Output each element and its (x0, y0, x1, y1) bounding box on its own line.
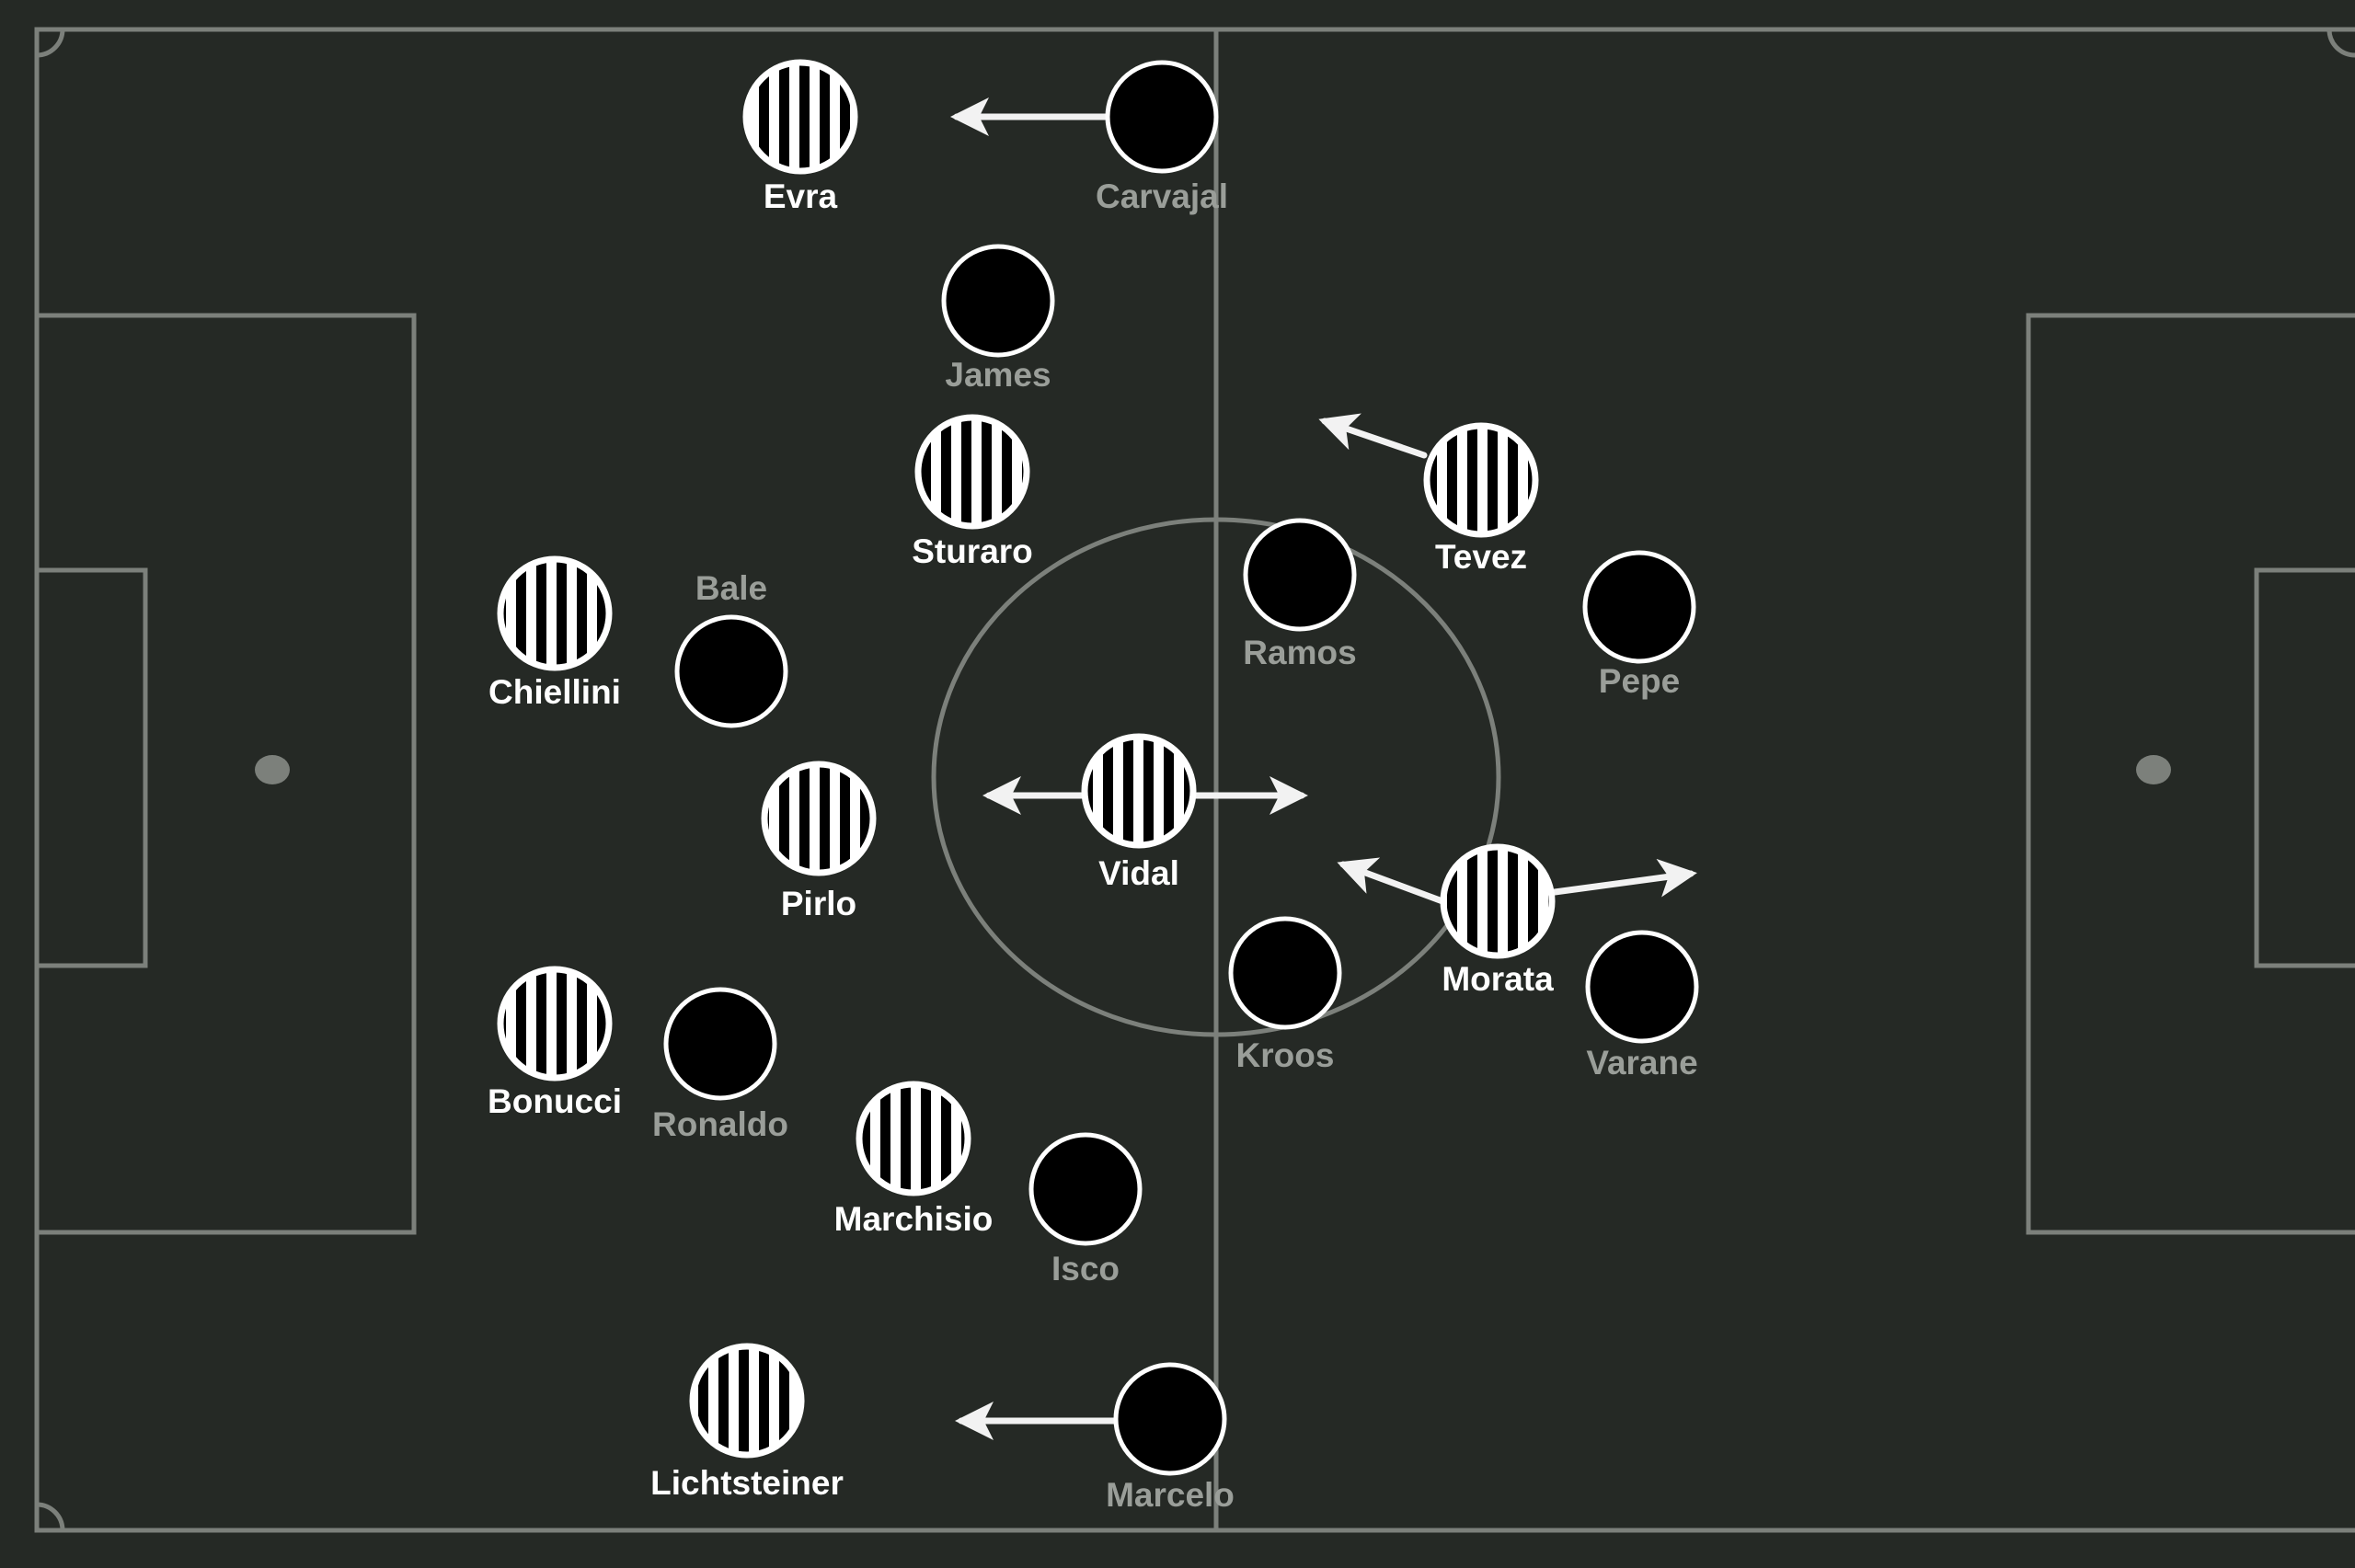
black-token-kroos (1228, 916, 1342, 1030)
black-token-bale (674, 614, 788, 728)
player-pepe: Pepe (1582, 550, 1696, 700)
black-token-ronaldo (663, 987, 777, 1101)
player-kroos: Kroos (1228, 916, 1342, 1074)
striped-token-bonucci (497, 966, 613, 1082)
player-morata: Morata (1440, 843, 1556, 998)
player-ronaldo: Ronaldo (652, 987, 788, 1143)
arrow-morata-up-left (1337, 857, 1446, 905)
corner-arc-bottom-left (36, 1502, 65, 1531)
right-penalty-spot (2136, 755, 2171, 784)
striped-token-lichtsteiner (689, 1343, 805, 1459)
arrow-morata-right (1551, 858, 1697, 898)
striped-token-tevez (1423, 422, 1539, 538)
player-label-isco: Isco (1051, 1250, 1120, 1288)
player-label-lichtsteiner: Lichtsteiner (650, 1464, 844, 1502)
striped-token-pirlo (761, 761, 877, 876)
left-penalty-spot (255, 755, 290, 784)
player-label-pirlo: Pirlo (781, 885, 856, 922)
player-james: James (941, 244, 1055, 394)
player-isco: Isco (1028, 1132, 1143, 1288)
player-evra: Evra (742, 59, 858, 215)
player-label-ramos: Ramos (1243, 634, 1356, 671)
black-token-varane (1585, 930, 1699, 1044)
striped-token-chiellini (497, 555, 613, 671)
player-label-carvajal: Carvajal (1096, 177, 1228, 215)
player-label-vidal: Vidal (1098, 854, 1179, 892)
player-label-kroos: Kroos (1236, 1036, 1335, 1074)
black-token-ramos (1243, 518, 1357, 632)
corner-arc-top-left (36, 29, 65, 58)
arrow-tevez-up-left (1318, 413, 1428, 459)
player-label-sturaro: Sturaro (912, 532, 1033, 570)
player-varane: Varane (1585, 930, 1699, 1082)
striped-token-vidal (1081, 733, 1197, 849)
player-label-morata: Morata (1442, 960, 1554, 998)
player-label-james: James (945, 356, 1051, 394)
centre-circle (931, 517, 1501, 1037)
player-pirlo: Pirlo (761, 761, 877, 922)
player-label-marchisio: Marchisio (834, 1200, 994, 1238)
player-label-pepe: Pepe (1599, 662, 1680, 700)
black-token-carvajal (1105, 60, 1219, 174)
player-label-varane: Varane (1586, 1044, 1697, 1082)
right-penalty-area (2026, 313, 2355, 1235)
player-label-ronaldo: Ronaldo (652, 1105, 788, 1143)
player-marchisio: Marchisio (834, 1081, 994, 1238)
player-label-marcelo: Marcelo (1106, 1476, 1235, 1514)
striped-token-sturaro (914, 414, 1030, 530)
player-label-bale: Bale (695, 569, 767, 607)
striped-token-marchisio (856, 1081, 971, 1196)
player-lichtsteiner: Lichtsteiner (650, 1343, 844, 1502)
player-bonucci: Bonucci (488, 966, 622, 1120)
player-marcelo: Marcelo (1106, 1362, 1235, 1514)
player-ramos: Ramos (1243, 518, 1357, 671)
black-token-pepe (1582, 550, 1696, 664)
pitch-markings (34, 27, 2355, 1533)
black-token-marcelo (1113, 1362, 1227, 1476)
corner-arc-top-right (2326, 29, 2355, 58)
right-goal-area (2254, 567, 2355, 968)
player-sturaro: Sturaro (912, 414, 1033, 570)
player-chiellini: Chiellini (488, 555, 621, 711)
player-tevez: Tevez (1423, 422, 1539, 576)
striped-token-morata (1440, 843, 1556, 959)
player-label-bonucci: Bonucci (488, 1082, 622, 1120)
player-label-tevez: Tevez (1435, 538, 1527, 576)
player-vidal: Vidal (1081, 733, 1197, 892)
player-carvajal: Carvajal (1096, 60, 1228, 215)
black-token-isco (1028, 1132, 1143, 1246)
player-label-chiellini: Chiellini (488, 673, 621, 711)
striped-token-evra (742, 59, 858, 175)
black-token-james (941, 244, 1055, 358)
movement-arrows (950, 97, 1697, 1440)
left-goal-area (34, 567, 148, 968)
player-label-evra: Evra (764, 177, 838, 215)
player-bale: Bale (674, 569, 788, 728)
